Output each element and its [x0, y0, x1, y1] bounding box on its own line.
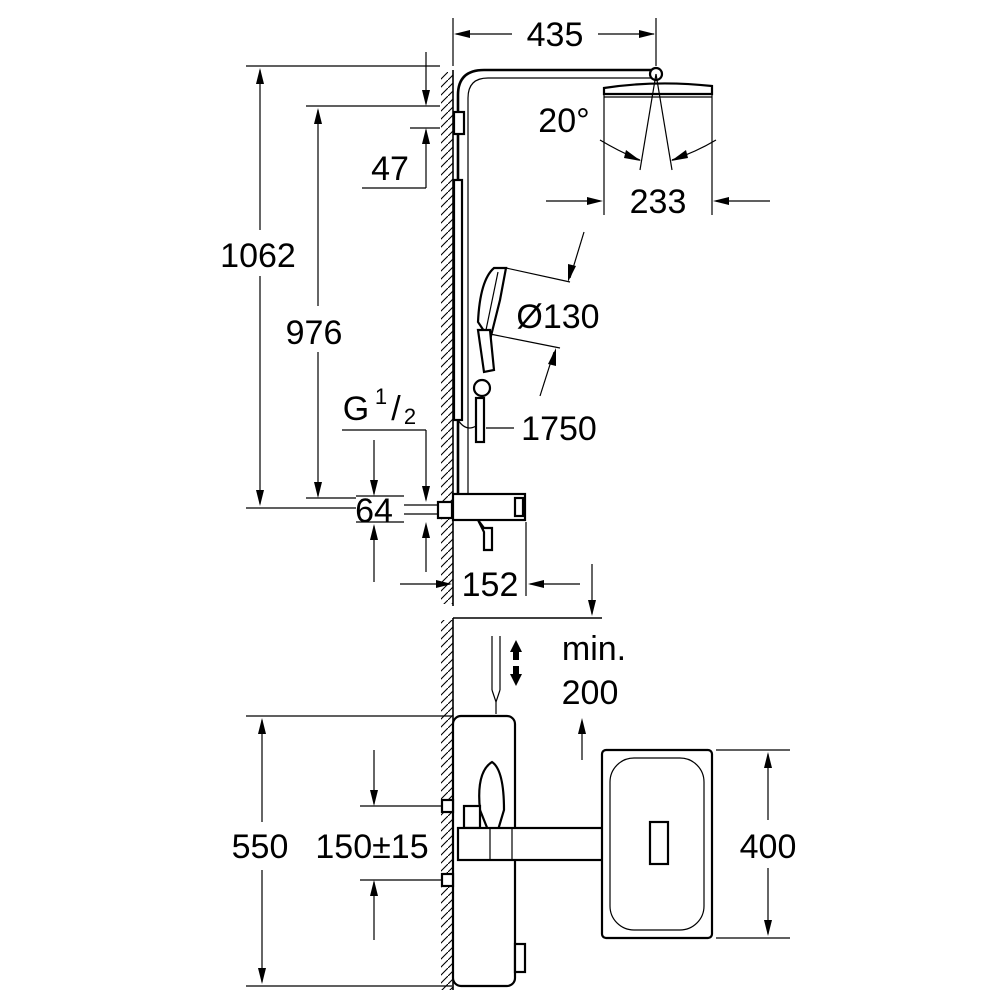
dim-handshower-diameter: Ø130	[516, 298, 599, 336]
thread-denominator: 2	[404, 404, 416, 429]
hose-curve	[457, 419, 477, 429]
wall-bracket-top	[452, 110, 466, 136]
dim-head-400: 400	[740, 828, 797, 866]
dim-height-1062: 1062	[220, 237, 296, 275]
holder-front	[462, 804, 482, 830]
hand-shower-front	[478, 760, 506, 832]
dim-head-233: 233	[630, 183, 687, 221]
dim-min-label: min.	[562, 630, 626, 668]
side-view: 435 20° 233 1062 976 47	[220, 16, 770, 616]
dim-height-550: 550	[232, 828, 289, 866]
spray-line-left	[639, 73, 657, 171]
thermostat-button	[513, 496, 525, 518]
hand-shower	[476, 266, 508, 374]
slider-holder	[472, 378, 492, 398]
inlet-connector	[436, 500, 454, 520]
head-shower-connector	[648, 820, 670, 866]
thread-label: G 1 / 2	[343, 384, 416, 429]
dim-height-976: 976	[286, 314, 343, 352]
inlet-upper	[440, 798, 455, 814]
dim-spray-angle: 20°	[538, 102, 589, 140]
thermostat-outlet	[513, 942, 527, 974]
angle-arrow-right	[671, 150, 688, 161]
dim-depth-152: 152	[462, 566, 519, 604]
head-shower-face-front	[609, 757, 705, 931]
inlet-lower	[440, 872, 455, 888]
angle-arrow-left	[624, 150, 641, 161]
wall-hatching-upper	[441, 72, 453, 604]
riser-pipe	[456, 68, 652, 495]
dim-spacing-64: 64	[355, 492, 393, 530]
spray-line-right	[655, 73, 673, 171]
thread-g: G	[343, 390, 369, 428]
wall-bracket	[452, 178, 464, 422]
dim-offset-47: 47	[371, 150, 409, 188]
thread-numerator: 1	[375, 384, 387, 409]
front-view: min. 200 400	[232, 617, 797, 990]
spout-outlet	[477, 519, 494, 552]
hand-shower-hose-outlet	[474, 396, 486, 444]
dim-width-435: 435	[527, 16, 584, 54]
thermostat-body	[451, 492, 527, 522]
dim-centres-150: 150±15	[315, 828, 428, 866]
dim-min-value: 200	[562, 674, 619, 712]
riser-pipe-inner	[467, 77, 652, 495]
dim-hose-1750: 1750	[521, 410, 597, 448]
thread-slash: /	[391, 390, 401, 428]
